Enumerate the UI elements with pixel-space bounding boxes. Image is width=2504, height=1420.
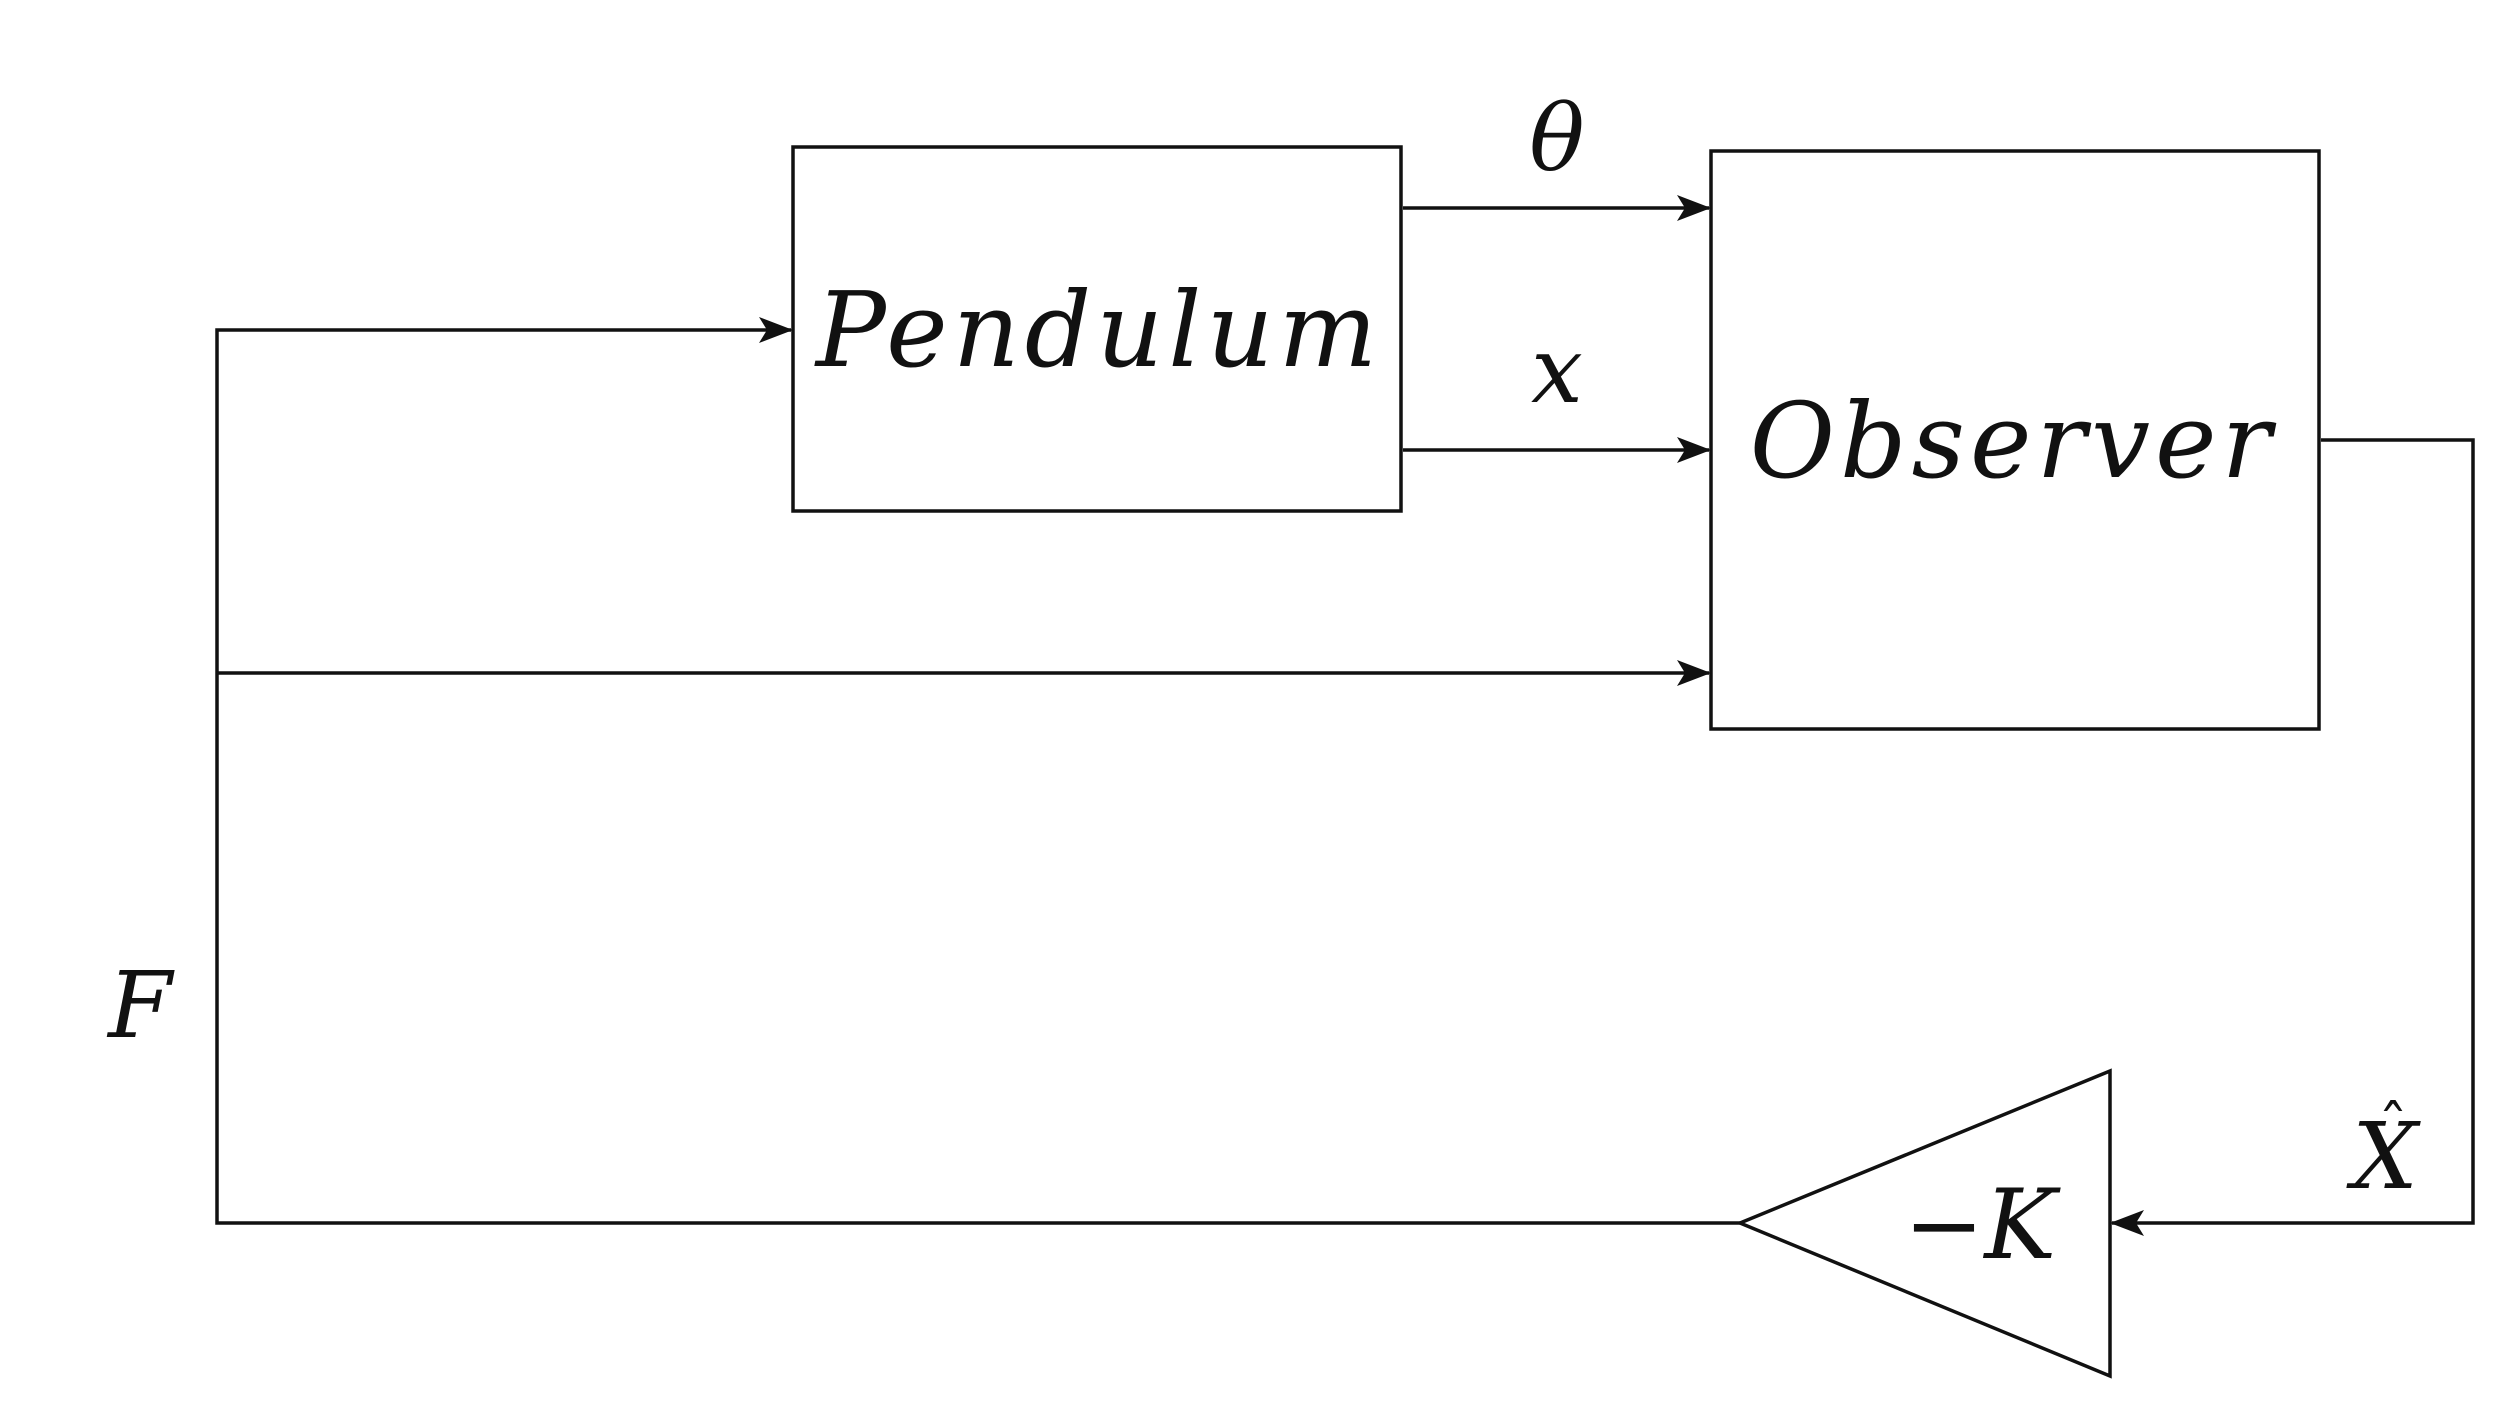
pendulum-label: Pendulum [814, 269, 1382, 391]
force-label: F [106, 952, 175, 1059]
observer-to-gain-wire [2110, 438, 2475, 1236]
state-estimate-hat: ˆ [2378, 1093, 2408, 1163]
observer-label: Observer [1750, 380, 2277, 502]
force-feedback-wire [215, 317, 1740, 1225]
x-label: x [1531, 317, 1583, 424]
pendulum-block [791, 145, 1403, 513]
state-estimate-label: X [2346, 1103, 2421, 1210]
theta-label: θ [1529, 85, 1584, 192]
observer-block [1709, 149, 2321, 731]
gain-label: −K [1904, 1169, 2061, 1281]
